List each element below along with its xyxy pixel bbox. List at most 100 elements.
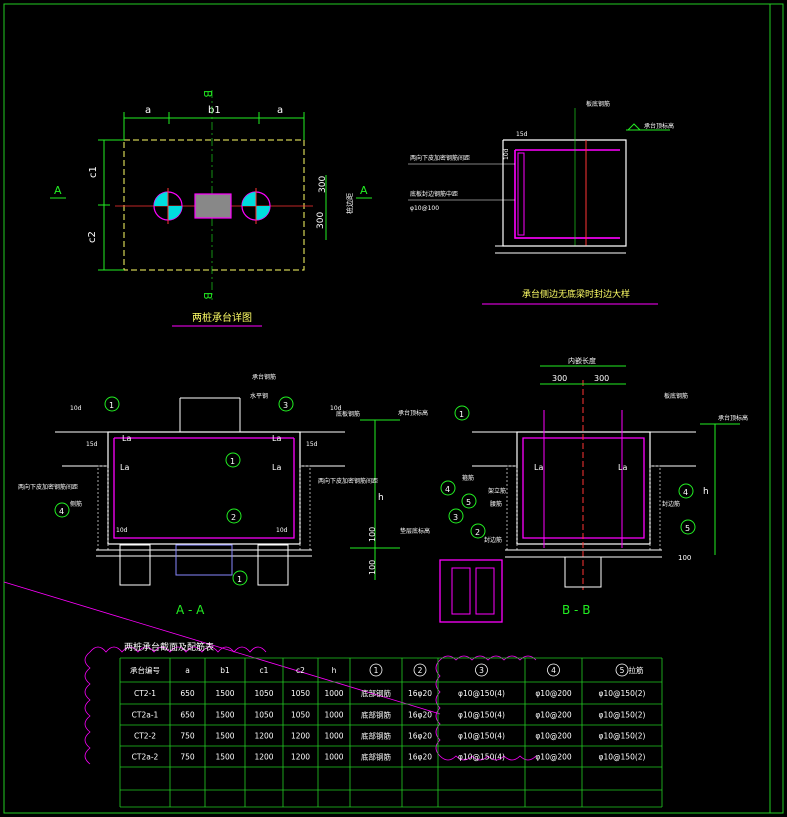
table-cell: 1200 — [254, 753, 273, 762]
dim-a-left: a — [145, 105, 151, 116]
table-cell: 650 — [180, 711, 195, 720]
dim-c1: c1 — [88, 166, 99, 178]
table-cell: 底部钢筋 — [361, 710, 391, 720]
pile-cap-outline — [123, 139, 305, 271]
table-cell: 1050 — [291, 711, 310, 720]
section-a-left: A — [54, 184, 62, 197]
dim-a-right: a — [277, 105, 283, 116]
table-cell: 1050 — [254, 689, 273, 698]
bb-label-right3: 封边筋 — [662, 500, 680, 508]
table-header-cell: c1 — [260, 666, 269, 675]
bb-label-right: 承台顶标高 — [718, 414, 748, 422]
aa-label-side-left: 侧筋 — [70, 500, 82, 508]
table-cell: 16φ20 — [408, 689, 432, 698]
table-header-cell: 2 — [418, 666, 423, 675]
aa-callout-2: 2 — [226, 508, 242, 524]
aa-pile-right — [257, 544, 289, 586]
aa-100b: 100 — [368, 560, 377, 575]
table-cell: 1200 — [291, 753, 310, 762]
bb-label-top: 内嵌长度 — [568, 356, 596, 365]
table-cell: CT2a-1 — [132, 711, 159, 720]
table-header-circle — [413, 663, 427, 677]
table-cell: 750 — [180, 753, 195, 762]
table-cell: 650 — [180, 689, 195, 698]
bb-label-left4: 封边筋 — [484, 536, 502, 544]
pile-right — [241, 188, 271, 224]
bb-callout-5b: 5 — [680, 519, 696, 535]
table-cell: 底部钢筋 — [361, 688, 391, 698]
table-header-suffix: 拉筋 — [629, 665, 644, 675]
table-cell: 1500 — [215, 753, 234, 762]
revision-cloud-2 — [435, 655, 537, 761]
bb-callout-5a: 5 — [461, 493, 477, 509]
edge-title: 承台侧边无底梁时封边大样 — [522, 288, 630, 300]
aa-15d-r: 15d — [306, 441, 318, 448]
table-header-cell: 4 — [551, 666, 556, 675]
svg-text:3: 3 — [453, 513, 458, 522]
aa-h: h — [378, 493, 384, 503]
aa-la4: La — [272, 463, 281, 472]
svg-text:1: 1 — [459, 410, 464, 419]
table-header-circle — [547, 663, 560, 677]
table-cell: 16φ20 — [408, 711, 432, 720]
svg-text:4: 4 — [445, 485, 450, 494]
revision-cloud — [84, 646, 267, 765]
dim-300-bottom: 300 — [316, 212, 326, 229]
section-aa: h 100 100 承台钢筋 水平钢 承台顶标高 底板钢筋 两向下皮加密钢筋间距… — [18, 373, 430, 617]
table-header-cell: c2 — [296, 666, 305, 675]
bb-h: h — [703, 487, 709, 497]
bb-la1: La — [534, 463, 543, 472]
bb-column — [439, 559, 503, 623]
dim-c2: c2 — [87, 231, 98, 243]
bb-callout-3: 3 — [448, 508, 464, 524]
bb-pile — [564, 556, 602, 588]
bb-label-left1: 箍筋 — [462, 474, 474, 482]
aa-10d-top: 10d — [70, 405, 82, 412]
edge-note1: 两向下皮加密钢筋间距 — [410, 154, 470, 162]
table-cell: φ10@150(4) — [458, 753, 505, 762]
table-cell: 750 — [180, 732, 195, 741]
table-cell: φ10@150(4) — [458, 689, 505, 698]
table-cell: 1500 — [215, 711, 234, 720]
table-cell: φ10@200 — [535, 689, 572, 698]
edge-15d: 15d — [516, 131, 528, 138]
drawing-frame — [3, 3, 784, 814]
svg-text:1: 1 — [230, 457, 235, 466]
table-cell: 1200 — [254, 732, 273, 741]
table-header-cell: 1 — [374, 666, 379, 675]
table-cell: 底部钢筋 — [361, 752, 391, 762]
edge-label-top: 板底钢筋 — [586, 100, 610, 108]
section-bb: 内嵌长度 300 300 h 承台顶标高 板底钢筋 箍筋 架立筋 腰筋 封边筋 … — [439, 356, 748, 623]
table-cell: 1200 — [291, 732, 310, 741]
svg-text:3: 3 — [283, 401, 288, 410]
table-cell: φ10@200 — [535, 732, 572, 741]
table-cell: 1000 — [324, 732, 343, 741]
table-cell: 1500 — [215, 732, 234, 741]
aa-title: A - A — [176, 603, 205, 617]
svg-text:2: 2 — [475, 528, 480, 537]
edge-outline — [502, 139, 627, 247]
section-b-top: B — [201, 90, 214, 98]
bb-label-left3: 腰筋 — [490, 500, 502, 508]
table-header-circle — [475, 663, 488, 677]
table-cell: 底部钢筋 — [361, 731, 391, 741]
table-cell: φ10@150(2) — [599, 732, 646, 741]
table-cell: φ10@150(2) — [599, 711, 646, 720]
edge-10d: 10d — [503, 148, 510, 160]
table-cell: φ10@200 — [535, 753, 572, 762]
table-cell: CT2-1 — [134, 689, 156, 698]
aa-callout-3: 3 — [278, 396, 294, 412]
aa-la3: La — [272, 434, 281, 443]
aa-label-side: 两向下皮加密钢筋间距 — [18, 483, 78, 491]
bb-100: 100 — [678, 554, 691, 562]
aa-10d-r: 10d — [276, 527, 288, 534]
table-cell: CT2a-2 — [132, 753, 159, 762]
section-b-bottom: B — [201, 292, 214, 300]
bb-label-left2: 架立筋 — [488, 487, 506, 495]
edge-detail: 板底钢筋 承台顶标高 15d 10d 两向下皮加密钢筋间距 底板封边钢筋中距 φ… — [408, 100, 674, 305]
edge-note3: φ10@100 — [410, 205, 439, 212]
svg-text:1: 1 — [237, 575, 242, 584]
